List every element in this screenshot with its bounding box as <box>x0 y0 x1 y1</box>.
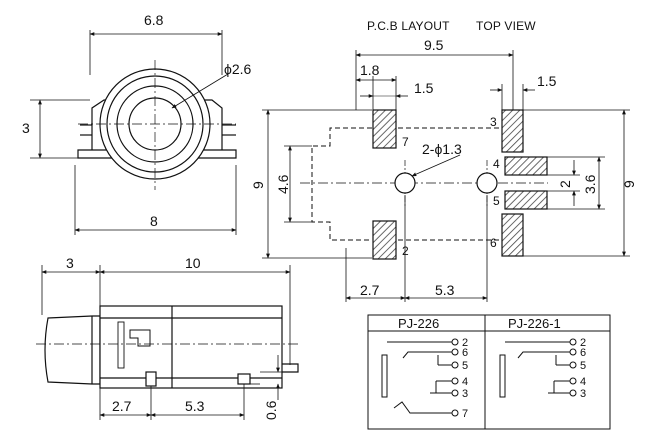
schem-a-pin: 2 <box>462 337 468 349</box>
side-thickness-label: 0.6 <box>263 400 279 420</box>
schem-a-pin: 4 <box>462 376 468 388</box>
schem-a-pin: 3 <box>462 388 468 400</box>
schem-b-pin: 4 <box>580 376 586 388</box>
side-pitch1-label: 2.7 <box>112 398 132 414</box>
schem-a-pin: 5 <box>462 360 468 372</box>
side-view <box>36 265 300 420</box>
pcb-total-width-label: 9.5 <box>424 37 444 53</box>
pcb-x1-label: 2.7 <box>360 282 380 298</box>
schem-b-pin: 5 <box>580 360 586 372</box>
schem-a-pin: 7 <box>462 408 468 420</box>
pcb-holes-label: 2-ϕ1.3 <box>422 141 462 157</box>
side-body-label: 10 <box>185 255 201 271</box>
top-view-title: TOP VIEW <box>476 19 536 33</box>
schem-b-pin: 6 <box>580 347 586 359</box>
pcb-inner-height-label: 4.6 <box>275 174 291 194</box>
front-height-label: 3 <box>22 120 30 136</box>
pcb-outer-height-label: 9 <box>250 181 266 189</box>
pcb-pad-width-right-label: 1.5 <box>537 73 557 89</box>
schem-b-pin: 3 <box>580 388 586 400</box>
pcb-x2-label: 5.3 <box>435 282 455 298</box>
pin-4-label: 4 <box>493 157 500 171</box>
pcb-hole-gap-label: 2 <box>557 180 573 188</box>
pin-6-label: 6 <box>490 236 497 250</box>
front-diameter-label: ϕ2.6 <box>224 61 252 77</box>
pcb-layout <box>262 50 630 302</box>
pcb-pad-width-label: 1.8 <box>360 62 380 78</box>
side-pitch2-label: 5.3 <box>185 398 205 414</box>
pcb-pad-gap-label: 1.5 <box>414 80 434 96</box>
pin-5-label: 5 <box>493 194 500 208</box>
pcb-layout-title: P.C.B LAYOUT <box>367 19 450 33</box>
front-base-label: 8 <box>150 213 158 229</box>
schem-a-pin: 6 <box>462 347 468 359</box>
model-b-header: PJ-226-1 <box>508 316 561 331</box>
pin-3-label: 3 <box>490 115 497 129</box>
pcb-pad-span-label: 3.6 <box>582 174 598 194</box>
side-front-label: 3 <box>66 255 74 271</box>
pin-7-label: 7 <box>402 135 409 149</box>
schematic-table <box>367 314 611 430</box>
front-view <box>30 30 237 235</box>
schem-b-pin: 2 <box>580 337 586 349</box>
front-width-label: 6.8 <box>144 12 164 28</box>
pin-2-label: 2 <box>402 244 409 258</box>
pcb-right-height-label: 9 <box>621 180 637 188</box>
model-a-header: PJ-226 <box>398 316 439 331</box>
